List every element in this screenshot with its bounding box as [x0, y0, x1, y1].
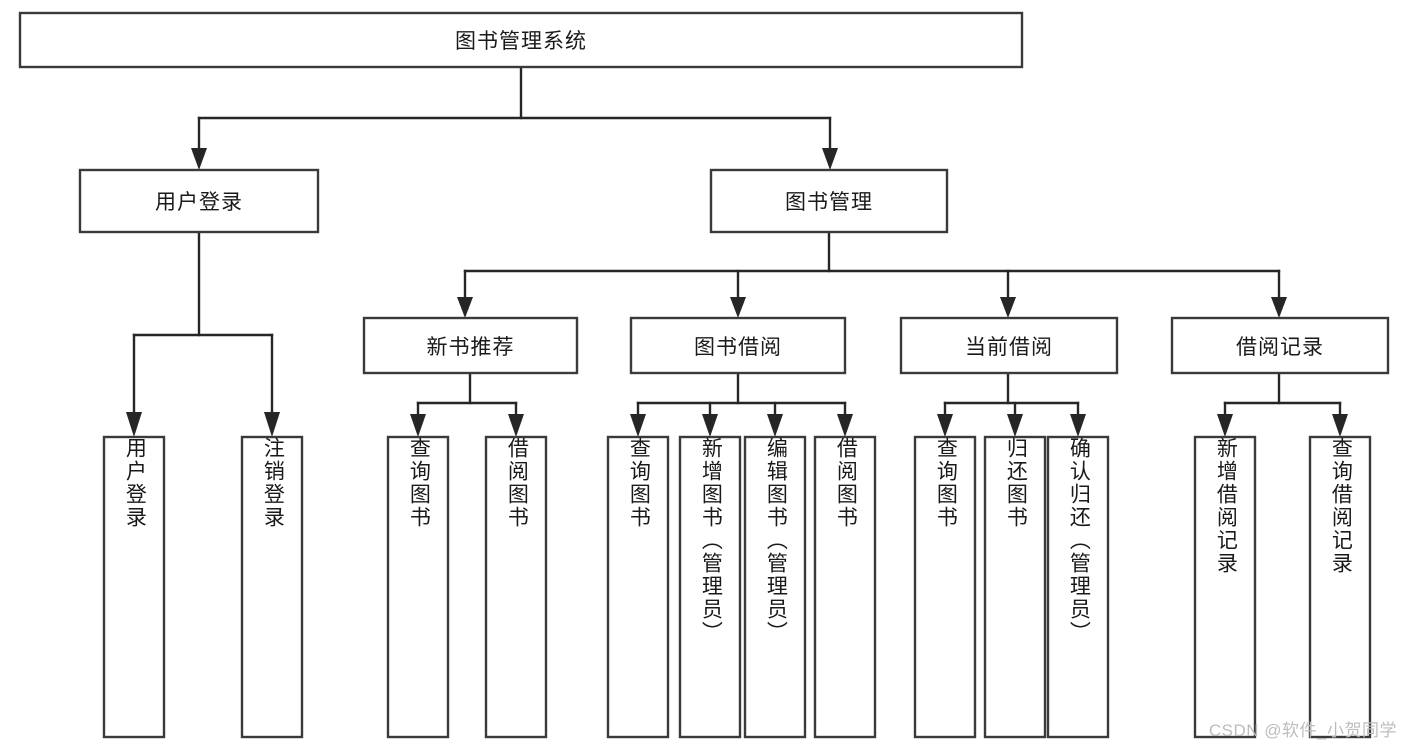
node-box-new-book-rec[interactable] — [362, 316, 579, 375]
arrowhead-icon — [730, 297, 746, 318]
node-box-borrow-record[interactable] — [1170, 316, 1390, 375]
node-box-leaf-add-record[interactable] — [1193, 435, 1257, 739]
node-box-leaf-query-record[interactable] — [1308, 435, 1372, 739]
arrowhead-icon — [508, 414, 524, 437]
arrowhead-icon — [410, 414, 426, 437]
arrowhead-icon — [837, 414, 853, 437]
node-box-leaf-user-login[interactable] — [102, 435, 166, 739]
node-box-leaf-query-book-1[interactable] — [386, 435, 450, 739]
node-box-root[interactable] — [18, 11, 1024, 69]
arrowhead-icon — [1070, 414, 1086, 437]
node-box-current-borrow[interactable] — [899, 316, 1119, 375]
arrow-heads — [126, 148, 1348, 437]
node-box-leaf-borrow-book-2[interactable] — [813, 435, 877, 739]
arrowhead-icon — [702, 414, 718, 437]
arrowhead-icon — [1332, 414, 1348, 437]
node-box-leaf-borrow-book-1[interactable] — [484, 435, 548, 739]
node-box-book-manage[interactable] — [709, 168, 949, 234]
csdn-watermark: CSDN @软件_小贺同学 — [1208, 721, 1397, 740]
node-box-leaf-confirm-return[interactable] — [1046, 435, 1110, 739]
arrowhead-icon — [1000, 297, 1016, 318]
node-box-leaf-return-book[interactable] — [983, 435, 1047, 739]
arrowhead-icon — [1007, 414, 1023, 437]
node-box-book-borrow[interactable] — [629, 316, 847, 375]
node-box-leaf-user-logout[interactable] — [240, 435, 304, 739]
arrowhead-icon — [937, 414, 953, 437]
arrowhead-icon — [822, 148, 838, 170]
node-box-leaf-add-book[interactable] — [678, 435, 742, 739]
node-box-leaf-query-book-2[interactable] — [606, 435, 670, 739]
node-box-leaf-query-book-3[interactable] — [913, 435, 977, 739]
node-box-leaf-edit-book[interactable] — [743, 435, 807, 739]
arrowhead-icon — [630, 414, 646, 437]
arrowhead-icon — [1271, 297, 1287, 318]
arrowhead-icon — [457, 297, 473, 318]
arrowhead-icon — [191, 148, 207, 170]
node-box-user-login[interactable] — [78, 168, 320, 234]
arrowhead-icon — [1217, 414, 1233, 437]
node-boxes — [18, 11, 1390, 739]
arrowhead-icon — [264, 412, 280, 437]
arrowhead-icon — [767, 414, 783, 437]
arrowhead-icon — [126, 412, 142, 437]
